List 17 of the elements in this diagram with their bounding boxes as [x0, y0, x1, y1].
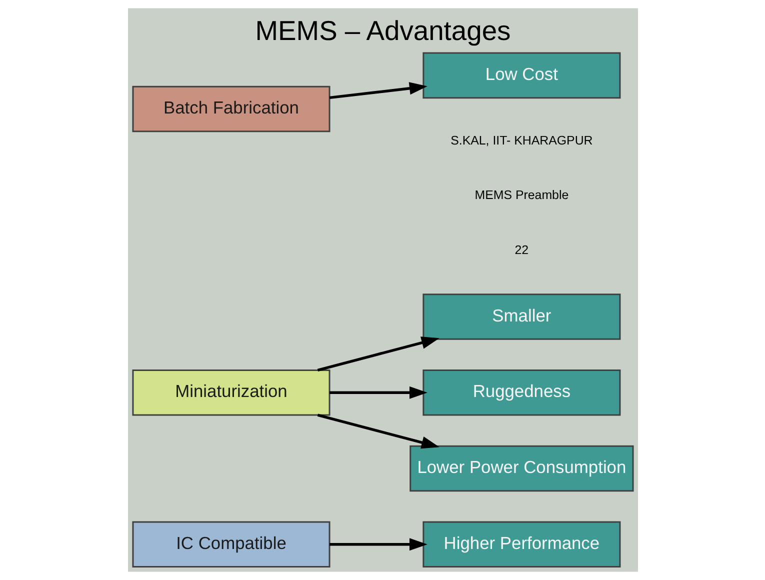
node-box: Lower Power Consumption	[409, 445, 634, 492]
label: MEMS Preamble	[474, 188, 568, 202]
node-box: IC Compatible	[132, 521, 330, 568]
diagram-title: MEMS – Advantages	[254, 15, 510, 46]
arrow	[329, 386, 427, 399]
label: 22	[514, 242, 528, 257]
node-box: Higher Performance	[422, 521, 620, 568]
node-box: Miniaturization	[132, 369, 330, 416]
node-box: Batch Fabrication	[132, 86, 330, 132]
arrow	[329, 538, 427, 551]
node-box: Low Cost	[422, 52, 620, 99]
node-box: Smaller	[422, 294, 620, 340]
arrow	[316, 414, 439, 449]
node-box: Ruggedness	[422, 369, 620, 416]
arrow	[316, 336, 439, 372]
label: S.KAL, IIT- KHARAGPUR	[450, 133, 592, 148]
arrow	[328, 82, 427, 100]
